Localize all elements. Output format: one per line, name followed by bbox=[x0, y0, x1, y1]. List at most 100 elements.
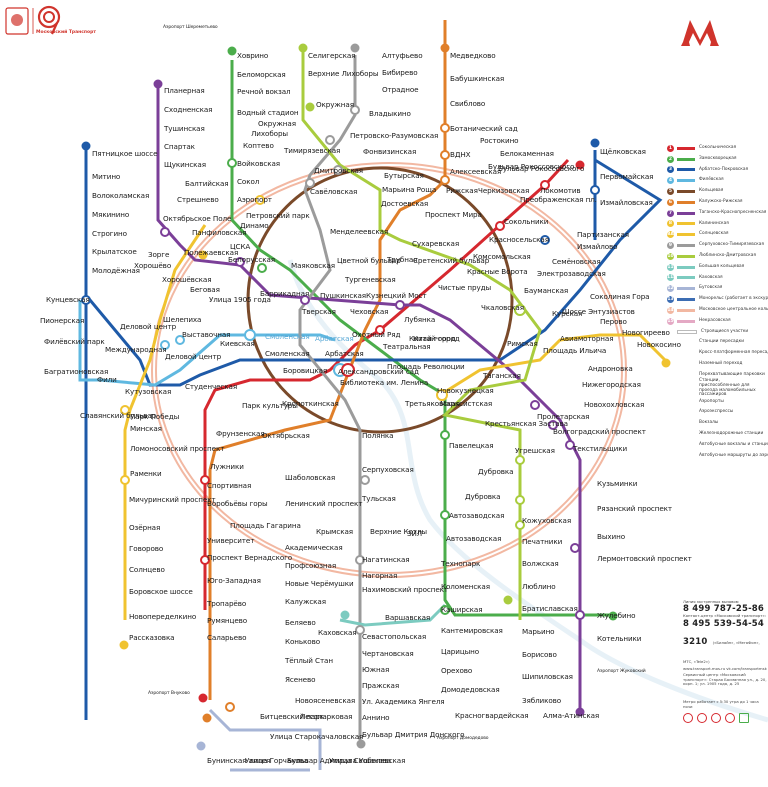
station-label[interactable]: Парк культуры bbox=[242, 401, 298, 410]
airport-label[interactable]: Аэропорт Домодедово bbox=[437, 736, 489, 741]
station-label[interactable]: Выхино bbox=[597, 532, 626, 541]
station-label[interactable]: Текстильщики bbox=[573, 444, 628, 453]
station-label[interactable]: Рижская bbox=[446, 186, 478, 195]
station-label[interactable]: Фрунзенская bbox=[216, 429, 265, 438]
station-label[interactable]: Китай-город bbox=[413, 334, 460, 343]
station-label[interactable]: Тропарёво bbox=[207, 599, 247, 608]
station-label[interactable]: Орехово bbox=[441, 666, 473, 675]
station-label[interactable]: Тульская bbox=[362, 494, 396, 503]
station-label[interactable]: Петровско-Разумовская bbox=[350, 131, 439, 140]
station-label[interactable]: Алтуфьево bbox=[382, 51, 423, 60]
station-label[interactable]: Автозаводская bbox=[449, 511, 505, 520]
station-label[interactable]: Волоколамская bbox=[92, 191, 150, 200]
station-label[interactable]: Коптево bbox=[243, 141, 274, 150]
station-label[interactable]: Зябликово bbox=[522, 696, 562, 705]
station-label[interactable]: Верхние Лихоборы bbox=[308, 69, 379, 78]
station-label[interactable]: Кропоткинская bbox=[282, 399, 339, 408]
station-label[interactable]: Чертановская bbox=[362, 649, 414, 658]
station-label[interactable]: Солнцево bbox=[129, 565, 165, 574]
station-label[interactable]: Панфиловская bbox=[192, 228, 247, 237]
station-label[interactable]: Александровский сад bbox=[338, 367, 419, 376]
station-label[interactable]: Беломорская bbox=[237, 70, 286, 79]
station-label[interactable]: Библиотека им. Ленина bbox=[340, 378, 429, 387]
station-label[interactable]: Славянский бульвар bbox=[80, 411, 157, 420]
station-label[interactable]: Ленинский проспект bbox=[285, 499, 363, 508]
station-label[interactable]: Волгоградский проспект bbox=[553, 427, 646, 436]
station-label[interactable]: Новохохловская bbox=[584, 400, 645, 409]
station-label[interactable]: Люблино bbox=[522, 582, 556, 591]
station-label[interactable]: Коньково bbox=[285, 637, 321, 646]
station-label[interactable]: Щёлковская bbox=[600, 147, 646, 156]
station-label[interactable]: Электрозаводская bbox=[537, 269, 606, 278]
station-label[interactable]: Студенческая bbox=[185, 382, 238, 391]
station-label[interactable]: Каширская bbox=[441, 605, 483, 614]
station-label[interactable]: Арбатская bbox=[325, 349, 364, 358]
station-label[interactable]: Чеховская bbox=[350, 307, 389, 316]
station-label[interactable]: Окружная bbox=[258, 119, 296, 128]
station-label[interactable]: Новоясеневская bbox=[295, 696, 356, 705]
station-label[interactable]: Площадь Ильича bbox=[543, 346, 607, 355]
station-label[interactable]: Юго-Западная bbox=[207, 576, 261, 585]
station-label[interactable]: Марьина Роща bbox=[382, 185, 437, 194]
station-label[interactable]: Арбатская bbox=[315, 334, 354, 343]
station-label[interactable]: Нижегородская bbox=[582, 380, 641, 389]
station-label[interactable]: Улица Горчакова bbox=[245, 756, 309, 765]
station-label[interactable]: Театральная bbox=[383, 342, 431, 351]
station-label[interactable]: Филёвский парк bbox=[44, 337, 105, 346]
station-label[interactable]: Измайловская bbox=[600, 198, 653, 207]
station-label[interactable]: Красногвардейская bbox=[455, 711, 529, 720]
station-label[interactable]: Сухаревская bbox=[412, 239, 460, 248]
station-label[interactable]: Новые Черёмушки bbox=[285, 579, 354, 588]
station-label[interactable]: Волжская bbox=[522, 559, 559, 568]
station-label[interactable]: Фонвизинская bbox=[363, 147, 417, 156]
station-label[interactable]: Автозаводская bbox=[446, 534, 502, 543]
station-label[interactable]: Проспект Мира bbox=[425, 210, 482, 219]
station-label[interactable]: Щукинская bbox=[164, 160, 206, 169]
station-label[interactable]: ЦСКА bbox=[230, 242, 251, 251]
station-label[interactable]: Черкизовская bbox=[478, 186, 530, 195]
station-label[interactable]: Тушинская bbox=[164, 124, 205, 133]
station-label[interactable]: Хорошёвская bbox=[162, 275, 212, 284]
station-label[interactable]: Минская bbox=[130, 424, 162, 433]
station-label[interactable]: Багратионовская bbox=[44, 367, 109, 376]
station-label[interactable]: Нагорная bbox=[362, 571, 398, 580]
station-label[interactable]: Марксистская bbox=[440, 399, 493, 408]
station-label[interactable]: Бибирево bbox=[382, 68, 418, 77]
station-label[interactable]: Балтийская bbox=[185, 179, 229, 188]
station-label[interactable]: Крымская bbox=[316, 527, 353, 536]
station-label[interactable]: Аннино bbox=[362, 713, 390, 722]
station-label[interactable]: Партизанская bbox=[577, 230, 629, 239]
station-label[interactable]: Красные Ворота bbox=[467, 267, 528, 276]
station-label[interactable]: Октябрьская bbox=[262, 431, 310, 440]
station-label[interactable]: Международная bbox=[105, 345, 167, 354]
station-label[interactable]: Молодёжная bbox=[92, 266, 140, 275]
station-label[interactable]: Варшавская bbox=[385, 613, 431, 622]
station-label[interactable]: Борисово bbox=[522, 650, 557, 659]
station-label[interactable]: Ломоносовский проспект bbox=[130, 444, 225, 453]
station-label[interactable]: Чкаловская bbox=[481, 303, 524, 312]
station-label[interactable]: Цветной бульвар bbox=[337, 256, 401, 265]
station-label[interactable]: Нахимовский проспект bbox=[362, 585, 448, 594]
station-label[interactable]: Шоссе Энтузиастов bbox=[562, 307, 635, 316]
station-label[interactable]: Беляево bbox=[285, 618, 316, 627]
station-label[interactable]: Комсомольская bbox=[473, 252, 531, 261]
station-label[interactable]: Рязанский проспект bbox=[597, 504, 672, 513]
station-label[interactable]: Каховская bbox=[318, 628, 357, 637]
station-label[interactable]: Красносельская bbox=[489, 235, 549, 244]
station-label[interactable]: Новокосино bbox=[637, 340, 681, 349]
station-label[interactable]: Боровицкая bbox=[283, 366, 328, 375]
station-label[interactable]: Царицыно bbox=[441, 647, 480, 656]
station-label[interactable]: Пражская bbox=[362, 681, 400, 690]
station-label[interactable]: Сокол bbox=[237, 177, 260, 186]
station-label[interactable]: Третьяковская bbox=[405, 399, 460, 408]
station-label[interactable]: Локомотив bbox=[540, 186, 581, 195]
station-label[interactable]: Тургеневская bbox=[345, 275, 396, 284]
station-label[interactable]: Марьино bbox=[522, 627, 555, 636]
station-label[interactable]: Алексеевская bbox=[450, 167, 502, 176]
station-label[interactable]: Медведково bbox=[450, 51, 496, 60]
station-label[interactable]: Бульвар Дмитрия Донского bbox=[362, 730, 465, 739]
station-label[interactable]: Соколиная Гора bbox=[590, 292, 650, 301]
station-label[interactable]: Хорошёво bbox=[134, 261, 172, 270]
station-label[interactable]: Зорге bbox=[148, 250, 170, 259]
station-label[interactable]: Парк Победы bbox=[130, 412, 180, 421]
